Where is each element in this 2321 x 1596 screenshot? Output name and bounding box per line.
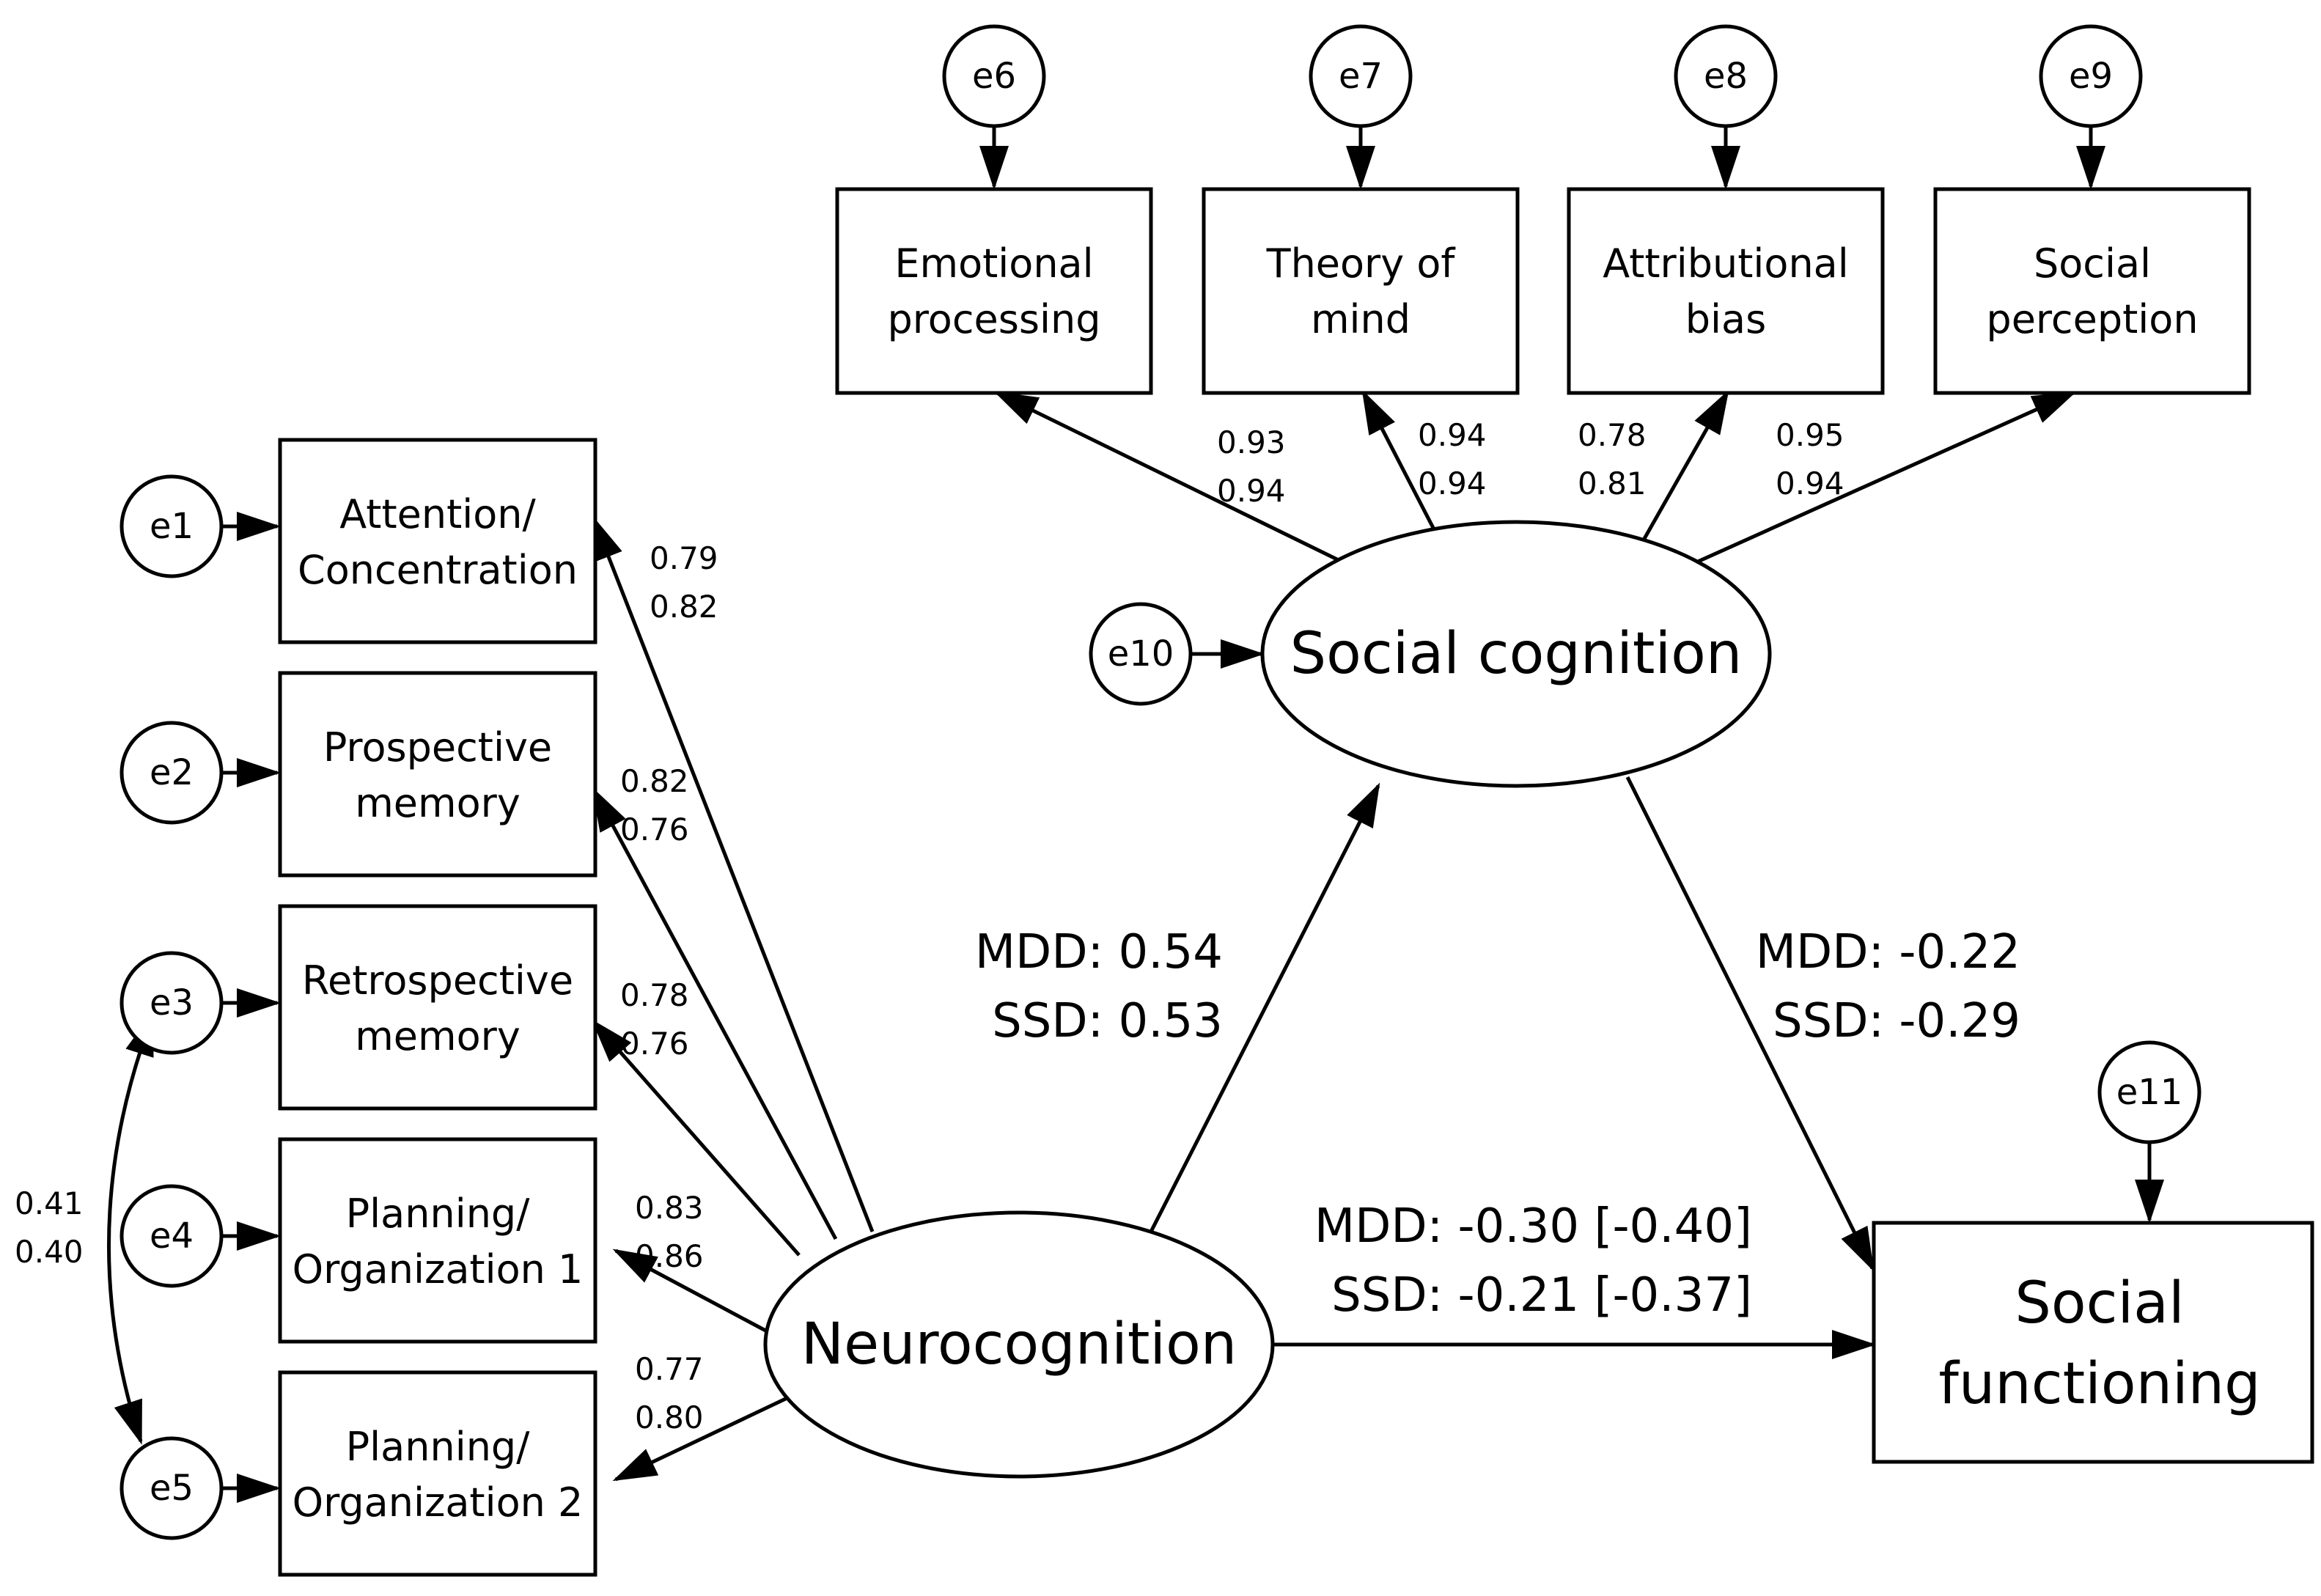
error-e7-label: e7 <box>1339 56 1383 97</box>
observed-prospective-label-2: memory <box>355 780 521 826</box>
loading-emotional-ssd: 0.94 <box>1217 473 1286 509</box>
error-e8: e8 <box>1674 24 1778 128</box>
loading-perception-ssd: 0.94 <box>1776 466 1844 501</box>
error-e6-label: e6 <box>972 56 1016 97</box>
loading-emotional-mdd: 0.93 <box>1217 424 1286 460</box>
error-e11-label: e11 <box>2116 1072 2183 1113</box>
covariance-e3-e5-ssd: 0.40 <box>15 1234 84 1270</box>
loading-planning1-ssd: 0.86 <box>635 1238 704 1274</box>
loading-planning1-mdd: 0.83 <box>635 1190 704 1226</box>
observed-attention-label-2: Concentration <box>298 547 578 593</box>
path-neuro-func-ssd: SSD: -0.21 [-0.37] <box>1331 1268 1752 1323</box>
loading-theory-ssd: 0.94 <box>1418 466 1487 501</box>
observed-emotional: Emotional processing <box>835 187 1153 395</box>
arrow-social-emotional <box>993 391 1343 564</box>
loading-theory-mdd: 0.94 <box>1418 417 1487 453</box>
observed-planning2: Planning/ Organization 2 <box>278 1370 597 1577</box>
observed-attention: Attention/ Concentration <box>278 438 597 644</box>
error-e9: e9 <box>2039 24 2143 128</box>
error-e4: e4 <box>119 1184 224 1288</box>
error-e2: e2 <box>119 721 224 825</box>
loading-planning2-ssd: 0.80 <box>635 1400 704 1435</box>
error-e10: e10 <box>1089 602 1193 706</box>
loading-attributional-mdd: 0.78 <box>1578 417 1647 453</box>
arrow-social-functioning <box>1625 776 1875 1272</box>
loading-prospective-ssd: 0.76 <box>620 812 689 847</box>
observed-theory-label-1: Theory of <box>1266 240 1457 287</box>
arrow-social-attributional <box>1640 389 1729 544</box>
arrow-neuro-retrospective <box>591 1019 801 1257</box>
covariance-e3-e5 <box>107 1011 154 1445</box>
observed-prospective: Prospective memory <box>278 671 597 878</box>
observed-planning1-label-1: Planning/ <box>346 1191 531 1237</box>
loading-planning2-mdd: 0.77 <box>635 1351 704 1387</box>
latent-social-cognition: Social cognition <box>1260 520 1772 788</box>
error-e11: e11 <box>2097 1040 2202 1144</box>
covariance-e3-e5-mdd: 0.41 <box>15 1185 84 1221</box>
observed-theory-of-mind: Theory of mind <box>1202 187 1520 395</box>
observed-perception-label-1: Social <box>2034 240 2151 287</box>
loading-perception-mdd: 0.95 <box>1776 417 1844 453</box>
arrow-neuro-planning1 <box>612 1249 771 1335</box>
observed-theory-label-2: mind <box>1311 296 1410 342</box>
error-e2-label: e2 <box>150 752 194 793</box>
loading-retrospective-ssd: 0.76 <box>620 1026 689 1062</box>
observed-retrospective-label-2: memory <box>355 1013 521 1059</box>
error-e8-label: e8 <box>1704 56 1748 97</box>
error-e1: e1 <box>119 474 224 578</box>
error-e5: e5 <box>119 1436 224 1540</box>
arrow-neuro-attention <box>592 515 875 1232</box>
arrow-neuro-prospective <box>592 787 838 1240</box>
path-neuro-func-mdd: MDD: -0.30 [-0.40] <box>1314 1199 1752 1254</box>
error-e3-label: e3 <box>150 982 194 1023</box>
error-e9-label: e9 <box>2069 56 2113 97</box>
observed-retrospective-label-1: Retrospective <box>302 957 573 1004</box>
observed-retrospective: Retrospective memory <box>278 904 597 1111</box>
observed-emotional-label-2: processing <box>887 296 1100 342</box>
observed-social-perception: Social perception <box>1933 187 2251 395</box>
observed-attributional: Attributional bias <box>1567 187 1885 395</box>
error-e1-label: e1 <box>150 506 194 547</box>
latent-neurocognition: Neurocognition <box>763 1210 1275 1479</box>
social-functioning-label-2: functioning <box>1938 1351 2260 1417</box>
latent-social-cognition-label: Social cognition <box>1290 621 1743 687</box>
observed-planning1-label-2: Organization 1 <box>293 1246 584 1292</box>
error-e6: e6 <box>942 24 1046 128</box>
loading-attention-ssd: 0.82 <box>650 589 718 625</box>
loading-retrospective-mdd: 0.78 <box>620 977 689 1013</box>
observed-emotional-label-1: Emotional <box>894 240 1093 287</box>
arrow-social-theory <box>1361 389 1436 531</box>
error-e5-label: e5 <box>150 1468 194 1509</box>
loading-attention-mdd: 0.79 <box>650 540 718 576</box>
path-neuro-social-ssd: SSD: 0.53 <box>992 994 1223 1048</box>
observed-planning1: Planning/ Organization 1 <box>278 1137 597 1344</box>
observed-attributional-label-1: Attributional <box>1603 240 1849 287</box>
path-social-func-mdd: MDD: -0.22 <box>1756 925 2020 979</box>
observed-attention-label-1: Attention/ <box>339 491 536 537</box>
error-e7: e7 <box>1309 24 1413 128</box>
loading-prospective-mdd: 0.82 <box>620 763 689 799</box>
error-e3: e3 <box>119 951 224 1055</box>
error-e10-label: e10 <box>1108 633 1174 674</box>
observed-attributional-label-2: bias <box>1685 296 1767 342</box>
observed-perception-label-2: perception <box>1986 296 2198 342</box>
observed-prospective-label-1: Prospective <box>323 724 552 771</box>
arrow-neuro-planning2 <box>612 1394 793 1482</box>
arrow-neuro-social <box>1149 782 1380 1233</box>
social-functioning-label-1: Social <box>2015 1270 2184 1336</box>
latent-neurocognition-label: Neurocognition <box>801 1312 1237 1378</box>
arrow-social-perception <box>1696 391 2077 564</box>
observed-planning2-label-1: Planning/ <box>346 1424 531 1470</box>
observed-social-functioning: Social functioning <box>1872 1221 2314 1464</box>
loading-attributional-ssd: 0.81 <box>1578 466 1647 501</box>
error-e4-label: e4 <box>150 1216 194 1257</box>
observed-planning2-label-2: Organization 2 <box>293 1479 584 1526</box>
path-neuro-social-mdd: MDD: 0.54 <box>975 925 1223 979</box>
path-social-func-ssd: SSD: -0.29 <box>1773 994 2020 1048</box>
